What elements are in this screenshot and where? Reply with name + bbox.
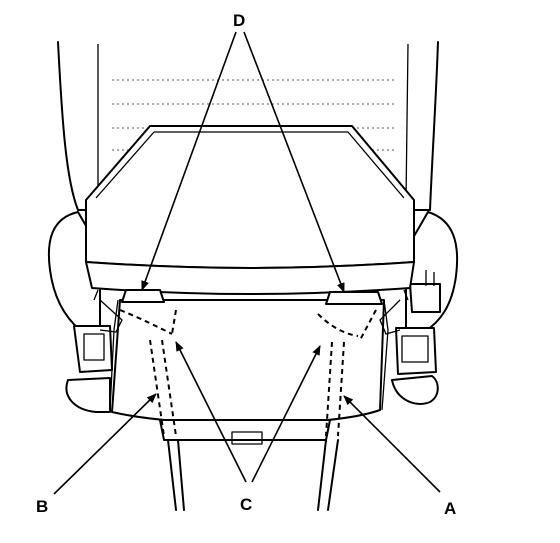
callout-d: D [233, 11, 245, 30]
arrow-d-right [243, 31, 345, 293]
right-bolster [391, 211, 459, 405]
callout-b: B [36, 497, 48, 516]
arrow-c-right [251, 345, 321, 483]
arrow-d-left [141, 31, 237, 291]
leader-arrows [53, 31, 441, 495]
callout-a: A [444, 499, 456, 518]
arrow-b [53, 393, 157, 495]
harness-right [317, 309, 377, 511]
seat-frame [99, 299, 401, 445]
callout-c: C [240, 495, 252, 514]
arrow-a [343, 395, 441, 493]
seat-cushion [85, 125, 415, 301]
bracket-left [121, 289, 165, 303]
harness-left [119, 309, 185, 511]
bracket-right [325, 291, 383, 305]
arrow-c-left [175, 341, 247, 483]
